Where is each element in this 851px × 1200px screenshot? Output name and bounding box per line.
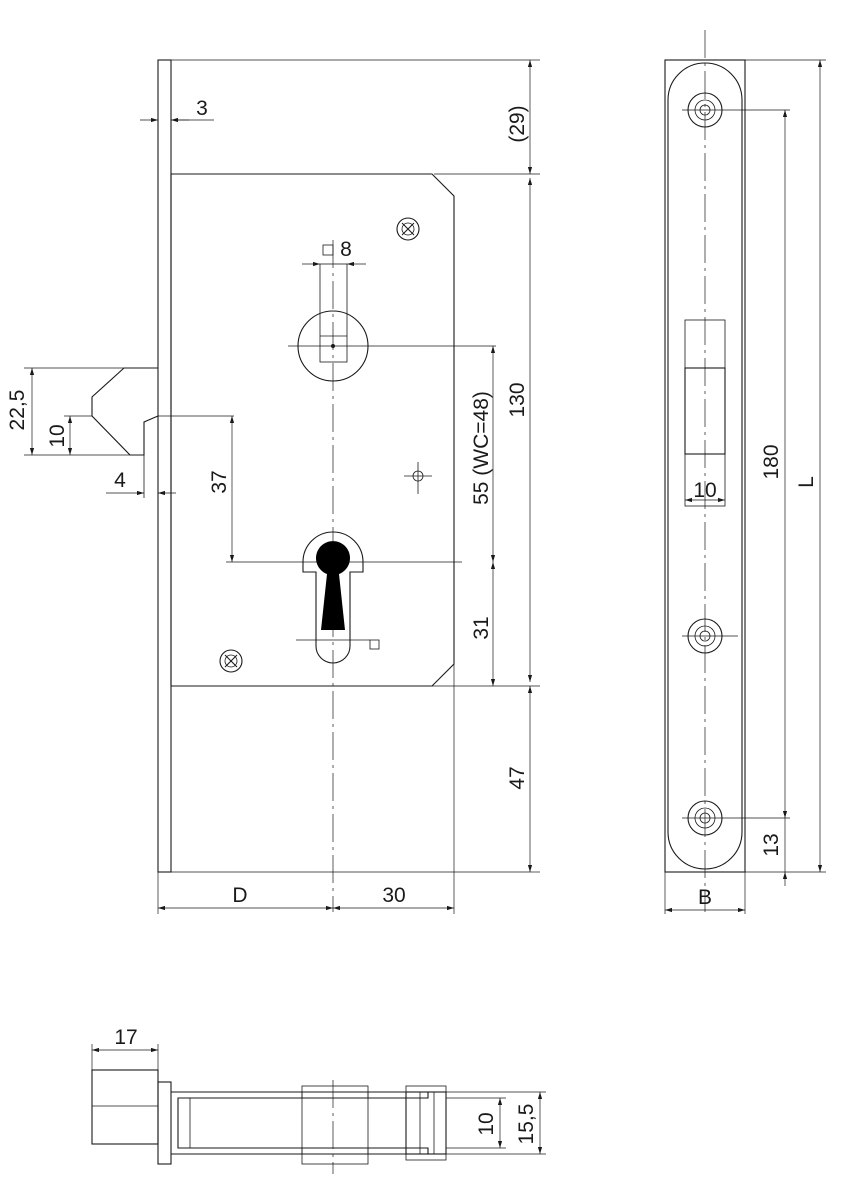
dim-outer-height: 15,5 bbox=[446, 1091, 546, 1155]
label-D: D bbox=[232, 884, 247, 907]
label-37: 37 bbox=[208, 470, 231, 493]
screw-bottom-left bbox=[219, 649, 243, 673]
latch-block bbox=[91, 1069, 159, 1145]
front-view: 3 (29) 130 47 55 (WC=48) 31 bbox=[6, 59, 540, 914]
square-symbol-icon bbox=[322, 244, 334, 256]
lock-case bbox=[170, 59, 530, 873]
dim-spindle-square: 8 bbox=[302, 238, 366, 267]
dim-bottom-offset: 47 bbox=[171, 685, 540, 873]
dim-centre-distance: 55 (WC=48) bbox=[470, 346, 496, 562]
pin-mark bbox=[404, 462, 432, 494]
dim-latch-to-keyhole: 37 bbox=[208, 416, 235, 562]
dim-backset: D 30 bbox=[157, 664, 455, 914]
label-30: 30 bbox=[382, 884, 405, 907]
label-L: L bbox=[795, 476, 818, 488]
label-4: 4 bbox=[114, 469, 126, 492]
dim-latch-depth: 17 bbox=[91, 1026, 159, 1082]
dim-screw-spacing: 180 bbox=[760, 110, 788, 818]
dim-slot-width: 10 bbox=[685, 479, 725, 503]
label-13: 13 bbox=[760, 833, 783, 856]
label-3: 3 bbox=[196, 97, 208, 120]
label-10-latch: 10 bbox=[46, 424, 69, 447]
case-profile bbox=[171, 1080, 447, 1174]
dim-length: L bbox=[745, 59, 826, 873]
center-lines bbox=[226, 240, 496, 912]
label-B: B bbox=[698, 886, 712, 909]
label-17: 17 bbox=[114, 1026, 137, 1049]
screw-hole-bottom bbox=[682, 800, 790, 836]
label-29: (29) bbox=[506, 105, 529, 142]
dim-case-height: 130 bbox=[506, 178, 533, 682]
dim-faceplate-thickness: 3 bbox=[140, 97, 214, 123]
side-view: 10 180 13 L B bbox=[664, 30, 826, 914]
label-8: 8 bbox=[340, 238, 352, 261]
label-22-5: 22,5 bbox=[6, 390, 29, 431]
dim-screw-bottom: 13 bbox=[745, 818, 790, 886]
label-130: 130 bbox=[506, 382, 529, 417]
latch-slot bbox=[684, 319, 726, 507]
label-55: 55 (WC=48) bbox=[470, 391, 493, 505]
label-15-5: 15,5 bbox=[515, 1104, 538, 1145]
dim-latch-inner: 10 bbox=[46, 415, 92, 455]
label-10-slot: 10 bbox=[693, 479, 716, 502]
screw-hole-top bbox=[682, 92, 790, 128]
label-10-bottom: 10 bbox=[475, 1112, 498, 1135]
label-31: 31 bbox=[470, 616, 493, 639]
faceplate-edge bbox=[157, 1081, 172, 1165]
dim-latch-offset: 4 bbox=[106, 469, 176, 496]
bottom-view: 17 10 15,5 bbox=[91, 1026, 546, 1174]
faceplate bbox=[157, 59, 172, 873]
label-47: 47 bbox=[506, 766, 529, 789]
dim-top-offset: (29) bbox=[434, 59, 540, 175]
label-180: 180 bbox=[760, 444, 783, 479]
keyhole-icon bbox=[316, 541, 350, 630]
dim-inner-height: 10 bbox=[446, 1097, 506, 1149]
screw-hole-middle bbox=[682, 618, 738, 654]
latch-bolt bbox=[91, 367, 234, 498]
keyhole-cylinder bbox=[302, 531, 380, 664]
dim-latch-height: 22,5 bbox=[6, 367, 130, 456]
dim-keyhole-to-bottom: 31 bbox=[470, 562, 496, 686]
screw-top-right bbox=[396, 217, 420, 241]
dim-width: B bbox=[664, 872, 746, 914]
